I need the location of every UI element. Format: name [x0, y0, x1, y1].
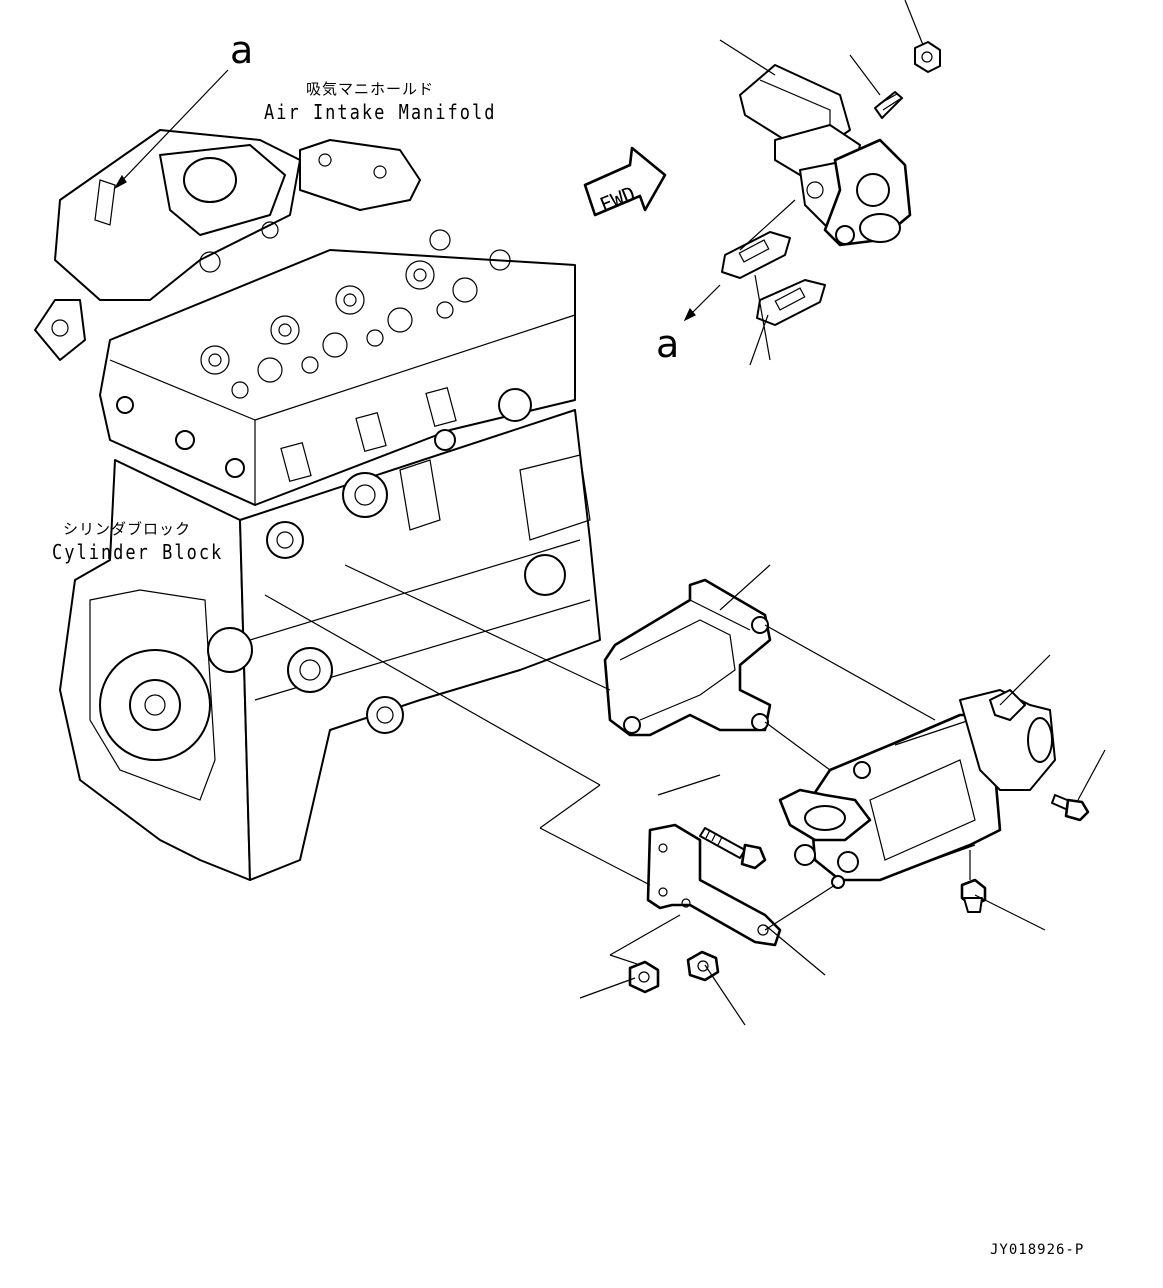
long-bolt-drawing	[699, 827, 767, 870]
cylinder-block-label-en: Cylinder Block	[52, 541, 224, 565]
intake-manifold-label-jp: 吸気マニホールド	[306, 80, 435, 98]
engine-block-drawing	[34, 129, 601, 881]
egr-valve-drawing	[739, 64, 912, 247]
reference-mark-a-lower: a	[656, 322, 680, 366]
leader-lines	[113, 0, 1106, 1026]
reference-mark-a-upper: a	[230, 28, 254, 72]
nut-drawing	[914, 41, 941, 73]
cooler-bracket-drawing	[603, 578, 772, 737]
drawing-number: JY018926-P	[990, 1242, 1085, 1258]
gasket-drawing	[721, 231, 826, 326]
egr-cooler-drawing	[778, 689, 1056, 889]
intake-manifold-label-en: Air Intake Manifold	[264, 101, 497, 125]
stud-drawing	[874, 91, 903, 119]
bolt-right-drawing	[1051, 794, 1090, 822]
flange-bolt-right-drawing	[686, 950, 720, 982]
flange-bolt-left-drawing	[628, 960, 660, 994]
fwd-arrow: FWD	[583, 146, 667, 217]
support-plate-drawing	[646, 823, 782, 947]
cylinder-block-label-jp: シリンダブロック	[63, 520, 192, 538]
plug-drawing	[960, 878, 987, 913]
